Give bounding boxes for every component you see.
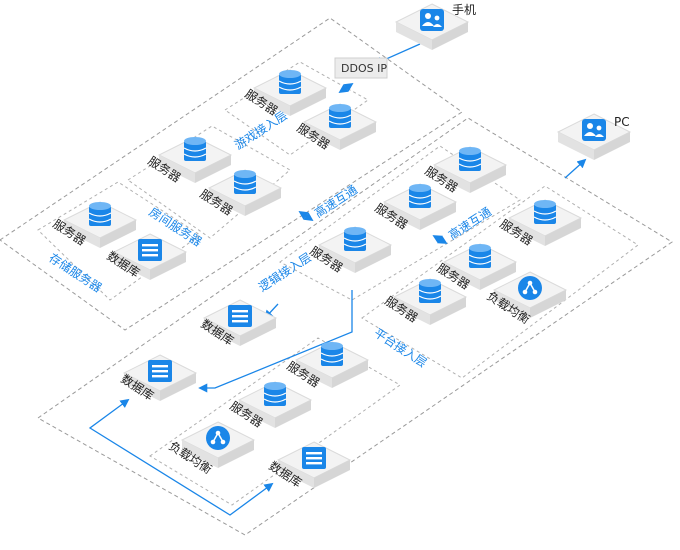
high-speed-link-2: [432, 235, 448, 244]
server-icon: [88, 202, 112, 226]
load-balancer-icon: [518, 276, 542, 300]
storage-server-group: [37, 181, 201, 301]
database-icon: [138, 239, 162, 261]
mobile-device: [394, 3, 470, 50]
lower-zone: [37, 117, 673, 536]
database-icon: [148, 360, 172, 382]
server-icon: [458, 147, 482, 171]
database-icon: [302, 447, 326, 469]
main-db-bottom-db-link: [88, 398, 274, 516]
database-icon: [228, 305, 252, 327]
platform-server-2: 服务器: [434, 243, 518, 292]
user-group-icon: [420, 9, 444, 31]
user-group-icon: [582, 119, 606, 141]
server-icon: [408, 184, 432, 208]
server-icon: [320, 342, 344, 366]
mobile-label: 手机: [452, 3, 476, 17]
server-icon: [263, 382, 287, 406]
server-icon: [278, 70, 302, 94]
logic-main-db-link: [198, 290, 353, 393]
server-icon: [418, 279, 442, 303]
game-server-2: 服务器: [294, 103, 378, 152]
logic-db: 数据库: [198, 299, 278, 348]
pc-label: PC: [614, 115, 630, 129]
pc-device: [556, 113, 632, 160]
server-icon: [328, 104, 352, 128]
ddos-ip-label: DDOS IP: [341, 62, 387, 75]
server-icon: [183, 137, 207, 161]
platform-server-1: 服务器: [497, 199, 583, 248]
server-icon: [468, 244, 492, 268]
main-db: 数据库: [118, 354, 198, 403]
server-icon: [343, 227, 367, 251]
ddos-game-link: [338, 82, 354, 94]
server-icon: [233, 170, 257, 194]
high-speed-link-1: [298, 210, 314, 222]
load-balancer-icon: [206, 426, 230, 450]
platform-pc-link: [564, 158, 587, 179]
server-icon: [533, 200, 557, 224]
ddos-ip-box: DDOS IP: [334, 57, 388, 79]
